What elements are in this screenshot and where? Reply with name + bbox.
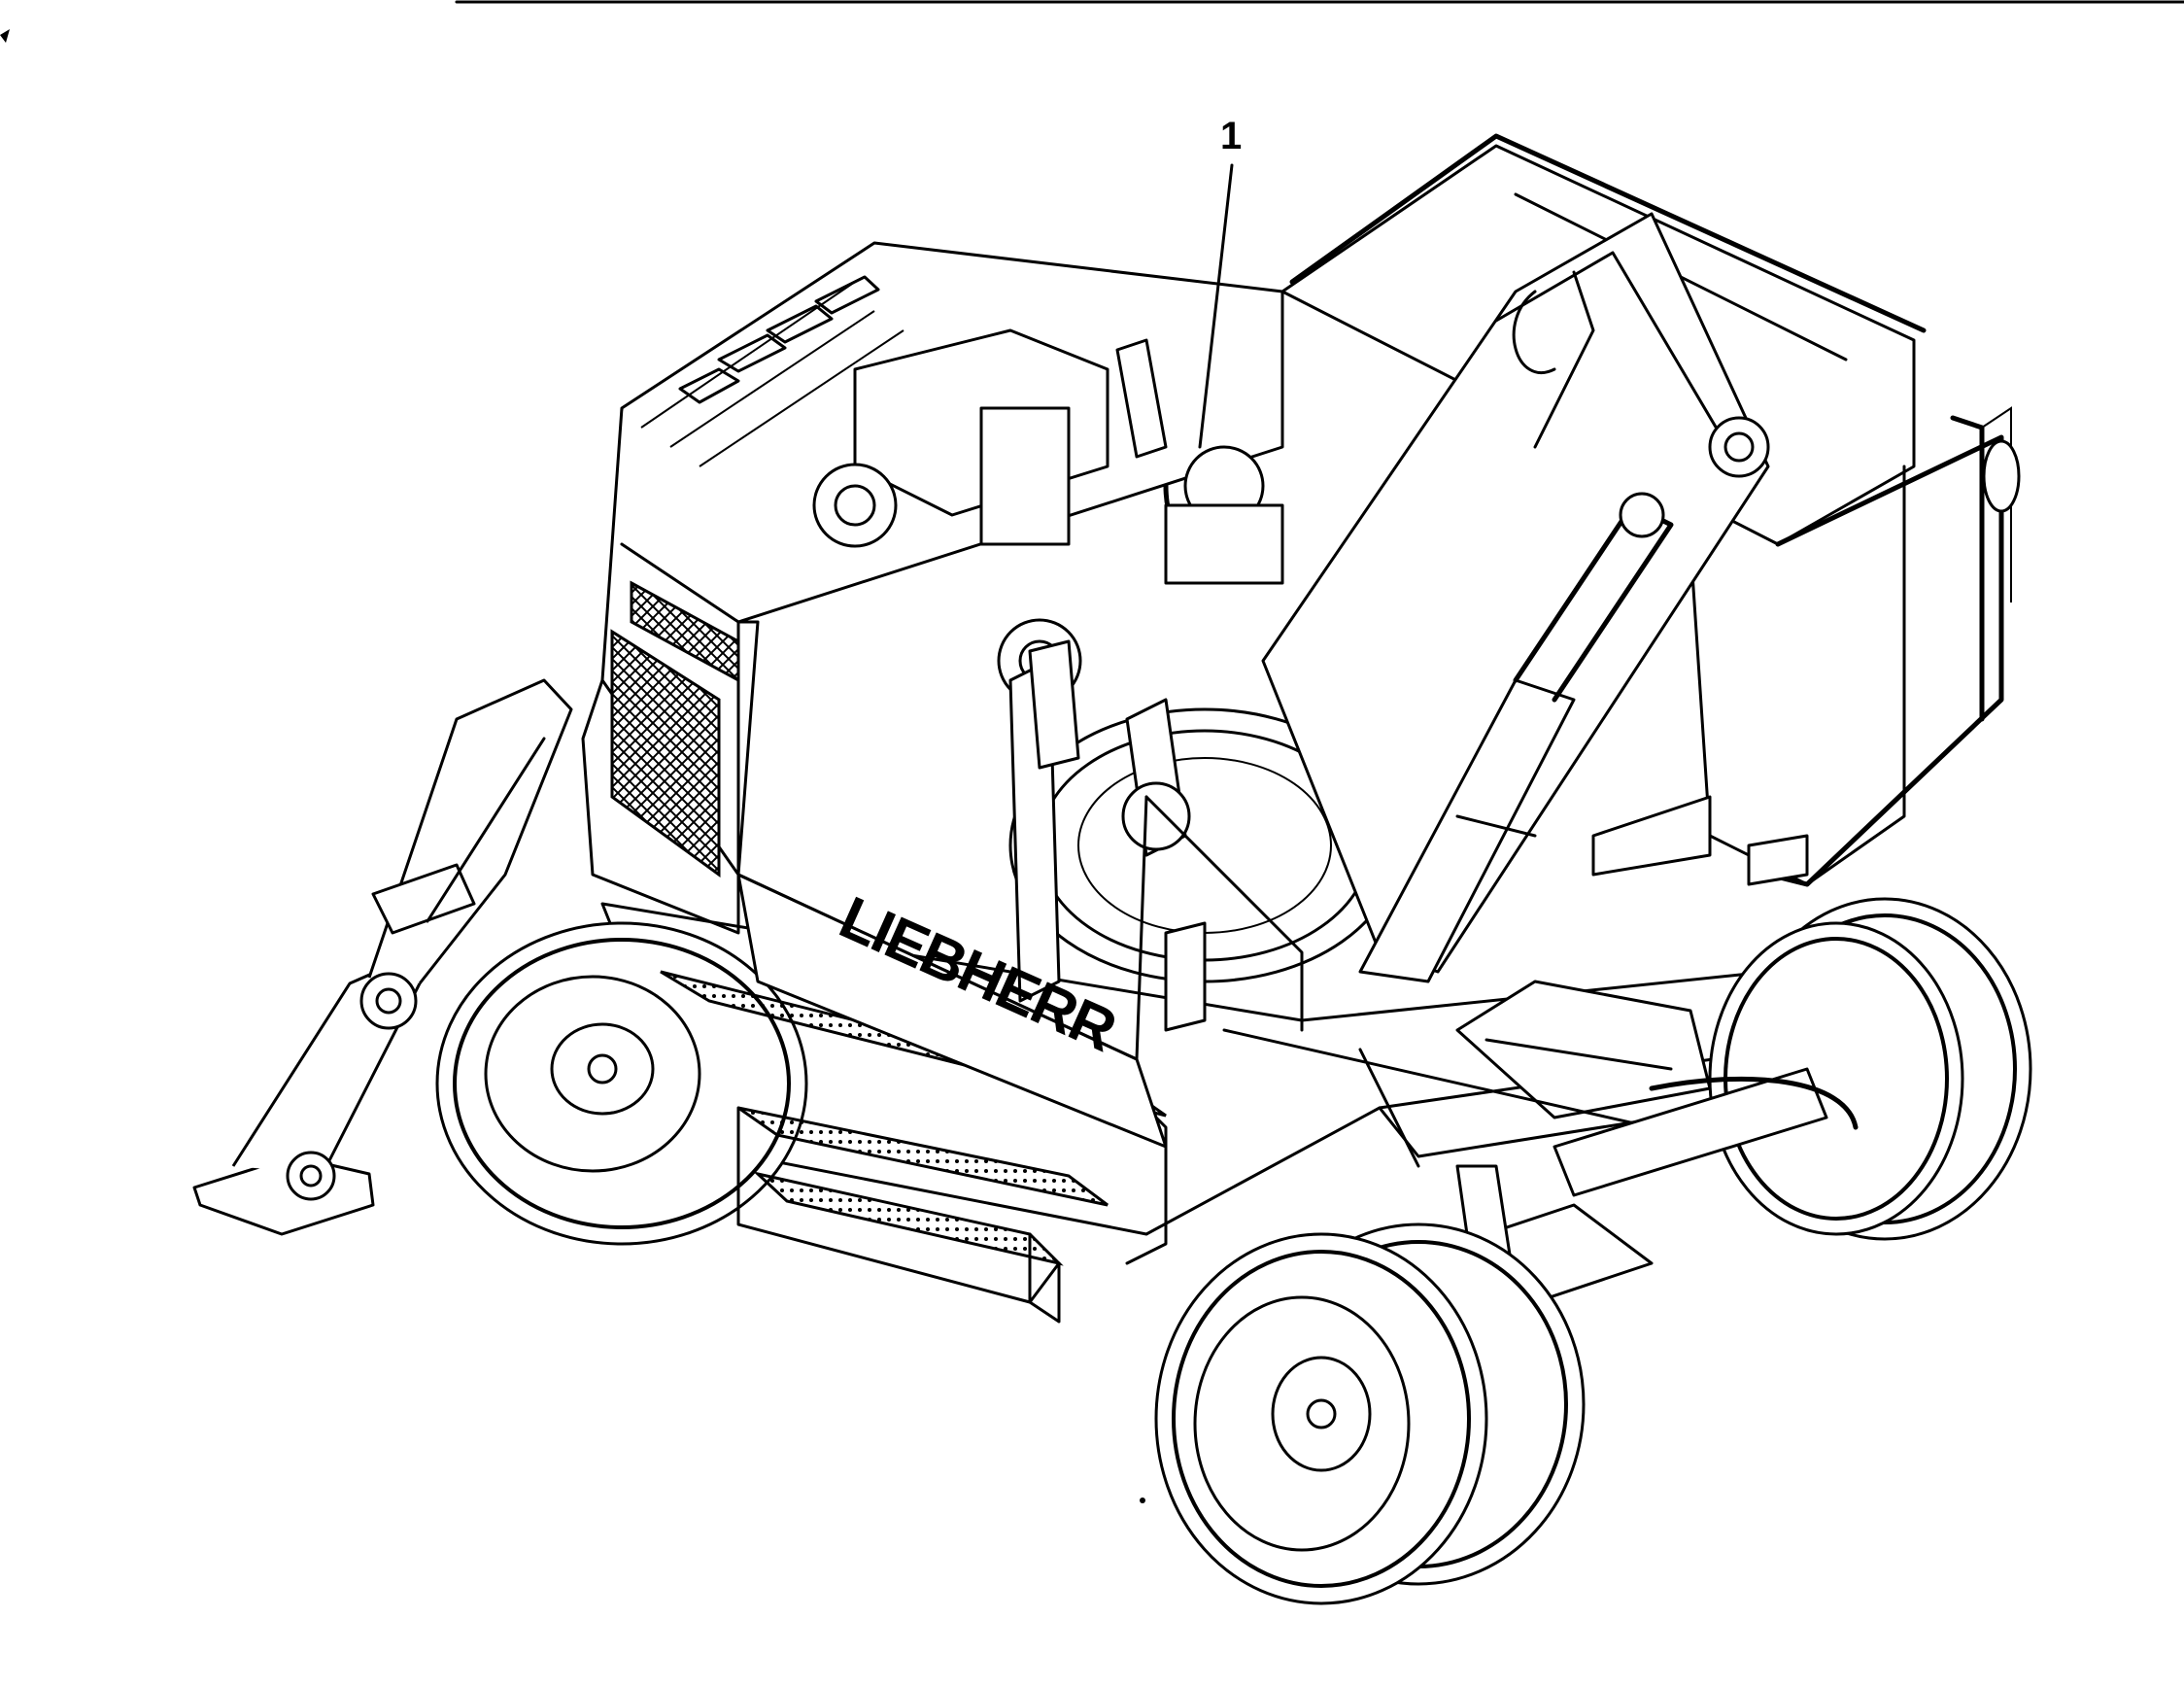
engine-components — [812, 328, 1284, 704]
wheel-front-left — [1154, 1222, 1586, 1605]
callout-number-1: 1 — [1220, 115, 1243, 157]
stray-dot — [1140, 1498, 1145, 1503]
wheel-rear-left — [435, 921, 808, 1246]
outrigger-leg — [192, 678, 573, 1236]
boom-cylinder — [1358, 492, 1674, 983]
corner-mark — [0, 29, 10, 43]
callout-leader-line — [1198, 163, 1234, 449]
wheel-rear-right — [1708, 897, 2032, 1241]
side-panel — [736, 620, 1304, 1149]
side-mirror — [1028, 639, 1207, 1032]
